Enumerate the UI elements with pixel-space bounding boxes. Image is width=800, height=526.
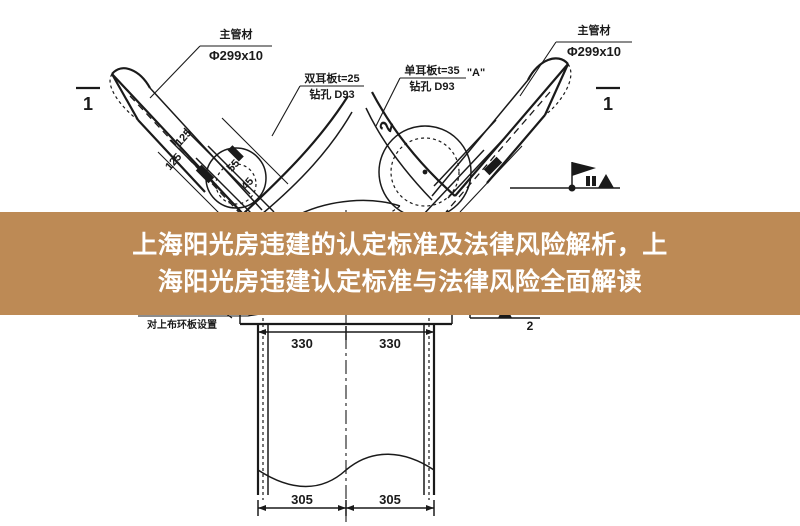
joint-crotch [205,91,472,225]
section-marker-left-label: 1 [83,94,93,114]
dimension-middle-left: 330 [291,336,313,351]
dimension-bottom-right: 305 [379,492,401,507]
right-ear-plates [421,119,523,217]
annotation-stiffener-plate-line2: 对上布环板设置 [147,318,217,331]
annotation-single-ear-plate-line1: 单耳板t=35 [404,63,459,77]
dimension-bottom-left: 305 [291,492,313,507]
annotation-right-branch-pipe-line2: Φ299x10 [567,44,621,59]
title-banner-text: 上海阳光房违建的认定标准及法律风险解析，上 海阳光房违建认定标准与法律风险全面解… [12,227,788,301]
section-marker-center-label: 2 [375,119,397,134]
title-line-1: 上海阳光房违建的认定标准及法律风险解析，上 [132,230,668,259]
annotation-left-branch-pipe: 主管材 Φ299x10 [209,27,263,63]
section-marker-center: 2 [375,119,397,134]
annotation-single-ear-plate: 单耳板t=35 钻孔 D93 "A" [404,63,485,93]
section-marker-right: 1 [596,86,620,114]
weld-symbol-right [510,162,620,192]
section-marker-right-label: 1 [603,94,613,114]
section-marker-left: 1 [76,86,100,114]
title-line-2: 海阳光房违建认定标准与法律风险全面解读 [157,267,643,296]
annotation-double-ear-plate-line1: 双耳板t=25 [304,71,359,85]
annotation-double-ear-plate: 双耳板t=25 钻孔 D93 [304,71,359,101]
annotation-single-ear-plate-line2: 钻孔 D93 [409,79,454,93]
weld-size-value: 2 [527,319,534,333]
annotation-right-branch-pipe: 主管材 Φ299x10 [567,23,621,59]
left-ear-plates [157,117,289,225]
annotation-double-ear-plate-line2: 钻孔 D93 [309,87,354,101]
annotation-left-branch-pipe-line1: 主管材 [220,27,253,41]
dimension-middle-right: 330 [379,336,401,351]
annotation-single-ear-plate-marker: "A" [467,67,485,79]
annotation-left-branch-pipe-line2: Φ299x10 [209,48,263,63]
title-banner: 上海阳光房违建的认定标准及法律风险解析，上 海阳光房违建认定标准与法律风险全面解… [0,212,800,315]
annotation-right-branch-pipe-line1: 主管材 [578,23,611,37]
